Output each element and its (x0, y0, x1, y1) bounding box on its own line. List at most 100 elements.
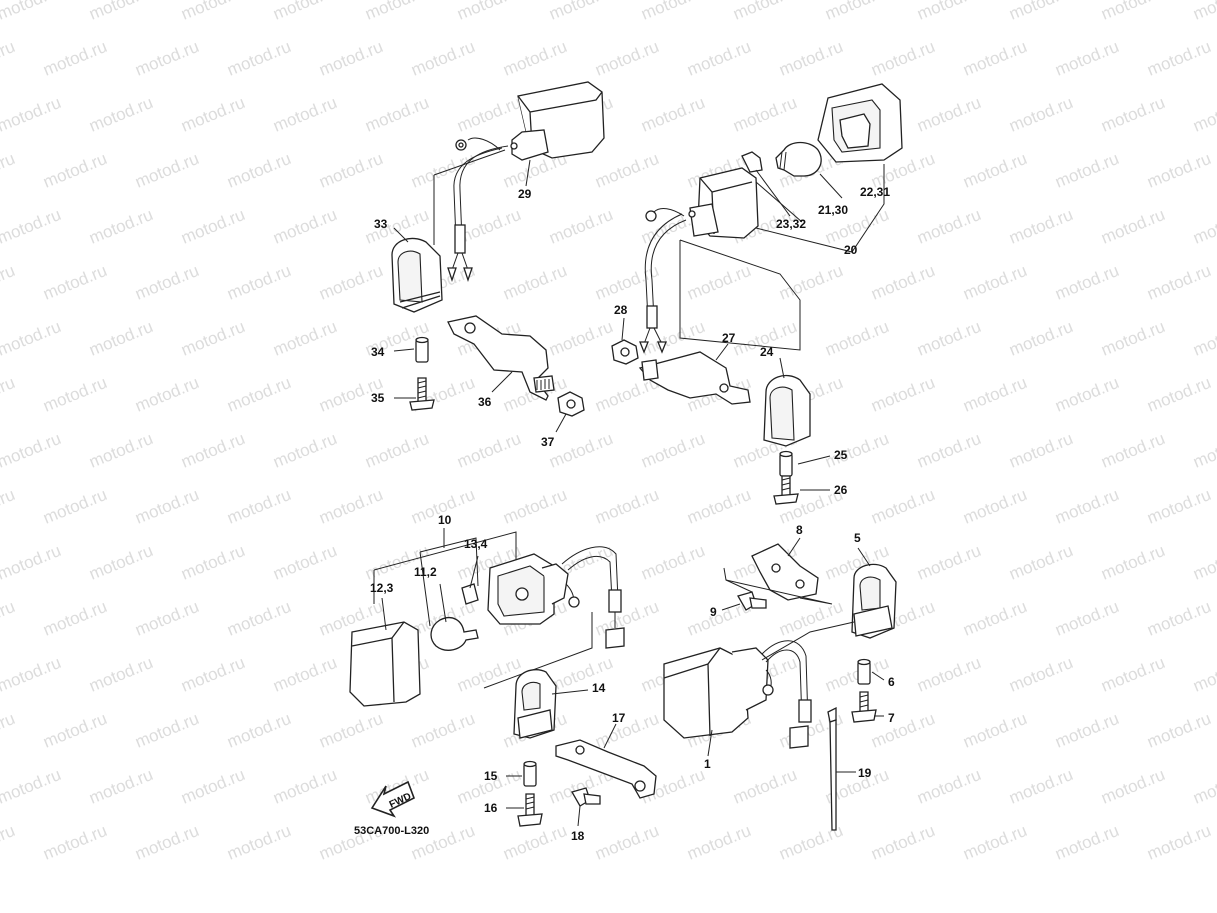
watermark-text: motod.ru (0, 597, 18, 640)
watermark-text: motod.ru (0, 709, 18, 752)
watermark-text: motod.ru (914, 653, 983, 696)
watermark-text: motod.ru (0, 0, 64, 24)
callout-6: 6 (888, 675, 895, 689)
callout-20: 20 (844, 243, 858, 257)
watermark-text: motod.ru (914, 317, 983, 360)
watermark-text: motod.ru (684, 821, 753, 864)
watermark-text: motod.ru (1098, 541, 1167, 584)
callout-24: 24 (760, 345, 774, 359)
watermark-text: motod.ru (1006, 653, 1075, 696)
watermark-text: motod.ru (822, 429, 891, 472)
watermark-text: motod.ru (40, 485, 109, 528)
watermark-text: motod.ru (40, 597, 109, 640)
watermark-text: motod.ru (868, 485, 937, 528)
watermark-text: motod.ru (40, 37, 109, 80)
watermark-text: motod.ru (408, 37, 477, 80)
watermark-text: motod.ru (914, 541, 983, 584)
watermark-text: motod.ru (1052, 709, 1121, 752)
watermark-text: motod.ru (178, 765, 247, 808)
front-left-flasher-assembly (349, 528, 657, 827)
watermark-text: motod.ru (1144, 709, 1213, 752)
watermark-text: motod.ru (1052, 373, 1121, 416)
watermark-text: motod.ru (960, 709, 1029, 752)
callout-15: 15 (484, 769, 498, 783)
watermark-text: motod.ru (224, 709, 293, 752)
watermark-text: motod.ru (178, 541, 247, 584)
watermark-layer: motod.ru motod.ru motod.ru motod.ru motod.ru… (0, 0, 1217, 864)
watermark-text: motod.ru (1052, 485, 1121, 528)
callout-8: 8 (796, 523, 803, 537)
watermark-text: motod.ru (1144, 485, 1213, 528)
watermark-text: motod.ru (684, 261, 753, 304)
watermark-text: motod.ru (500, 261, 569, 304)
watermark-text: motod.ru (1006, 205, 1075, 248)
watermark-text: motod.ru (1144, 149, 1213, 192)
watermark-text: motod.ru (1098, 0, 1167, 24)
watermark-text: motod.ru (1006, 317, 1075, 360)
watermark-text: motod.ru (270, 541, 339, 584)
watermark-text: motod.ru (178, 205, 247, 248)
watermark-text: motod.ru (960, 485, 1029, 528)
watermark-text: motod.ru (546, 429, 615, 472)
watermark-text: motod.ru (316, 261, 385, 304)
watermark-text: motod.ru (592, 37, 661, 80)
watermark-text: motod.ru (592, 149, 661, 192)
watermark-text: motod.ru (500, 37, 569, 80)
watermark-text: motod.ru (1006, 765, 1075, 808)
callout-12-3: 12,3 (370, 581, 394, 595)
watermark-text: motod.ru (132, 821, 201, 864)
callout-17: 17 (612, 711, 626, 725)
callout-35: 35 (371, 391, 385, 405)
callout-26: 26 (834, 483, 848, 497)
watermark-text: motod.ru (408, 149, 477, 192)
watermark-text: motod.ru (270, 317, 339, 360)
watermark-text: motod.ru (0, 821, 18, 864)
watermark-text: motod.ru (0, 541, 64, 584)
watermark-text: motod.ru (1098, 93, 1167, 136)
callout-21-30: 21,30 (818, 203, 848, 217)
watermark-text: motod.ru (86, 0, 155, 24)
watermark-text: motod.ru (592, 485, 661, 528)
watermark-text: motod.ru (868, 37, 937, 80)
watermark-text: motod.ru (592, 597, 661, 640)
watermark-text: motod.ru (684, 485, 753, 528)
callout-19: 19 (858, 766, 872, 780)
callout-34: 34 (371, 345, 385, 359)
watermark-text: motod.ru (270, 93, 339, 136)
watermark-text: motod.ru (362, 93, 431, 136)
watermark-text: motod.ru (362, 0, 431, 24)
watermark-text: motod.ru (592, 709, 661, 752)
watermark-text: motod.ru (0, 373, 18, 416)
watermark-text: motod.ru (408, 709, 477, 752)
watermark-text: motod.ru (178, 429, 247, 472)
watermark-text: motod.ru (0, 317, 64, 360)
callout-9: 9 (710, 605, 717, 619)
watermark-text: motod.ru (1052, 821, 1121, 864)
watermark-text: motod.ru (730, 765, 799, 808)
watermark-text: motod.ru (178, 317, 247, 360)
watermark-text: motod.ru (1144, 261, 1213, 304)
watermark-text: motod.ru (178, 0, 247, 24)
watermark-text: motod.ru (776, 37, 845, 80)
watermark-text: motod.ru (316, 37, 385, 80)
watermark-text: motod.ru (270, 765, 339, 808)
watermark-text: motod.ru (638, 93, 707, 136)
watermark-text: motod.ru (822, 0, 891, 24)
rear-right-flasher-assembly (611, 83, 903, 505)
watermark-text: motod.ru (0, 93, 64, 136)
callout-28: 28 (614, 303, 628, 317)
watermark-text: motod.ru (1190, 653, 1217, 696)
watermark-text: motod.ru (224, 597, 293, 640)
watermark-text: motod.ru (132, 261, 201, 304)
callout-22-31: 22,31 (860, 185, 890, 199)
watermark-text: motod.ru (316, 149, 385, 192)
watermark-text: motod.ru (0, 429, 64, 472)
watermark-text: motod.ru (40, 149, 109, 192)
callout-25: 25 (834, 448, 848, 462)
watermark-text: motod.ru (454, 653, 523, 696)
watermark-text: motod.ru (1144, 373, 1213, 416)
watermark-text: motod.ru (960, 373, 1029, 416)
watermark-text: motod.ru (1098, 653, 1167, 696)
watermark-text: motod.ru (224, 821, 293, 864)
callout-33: 33 (374, 217, 388, 231)
